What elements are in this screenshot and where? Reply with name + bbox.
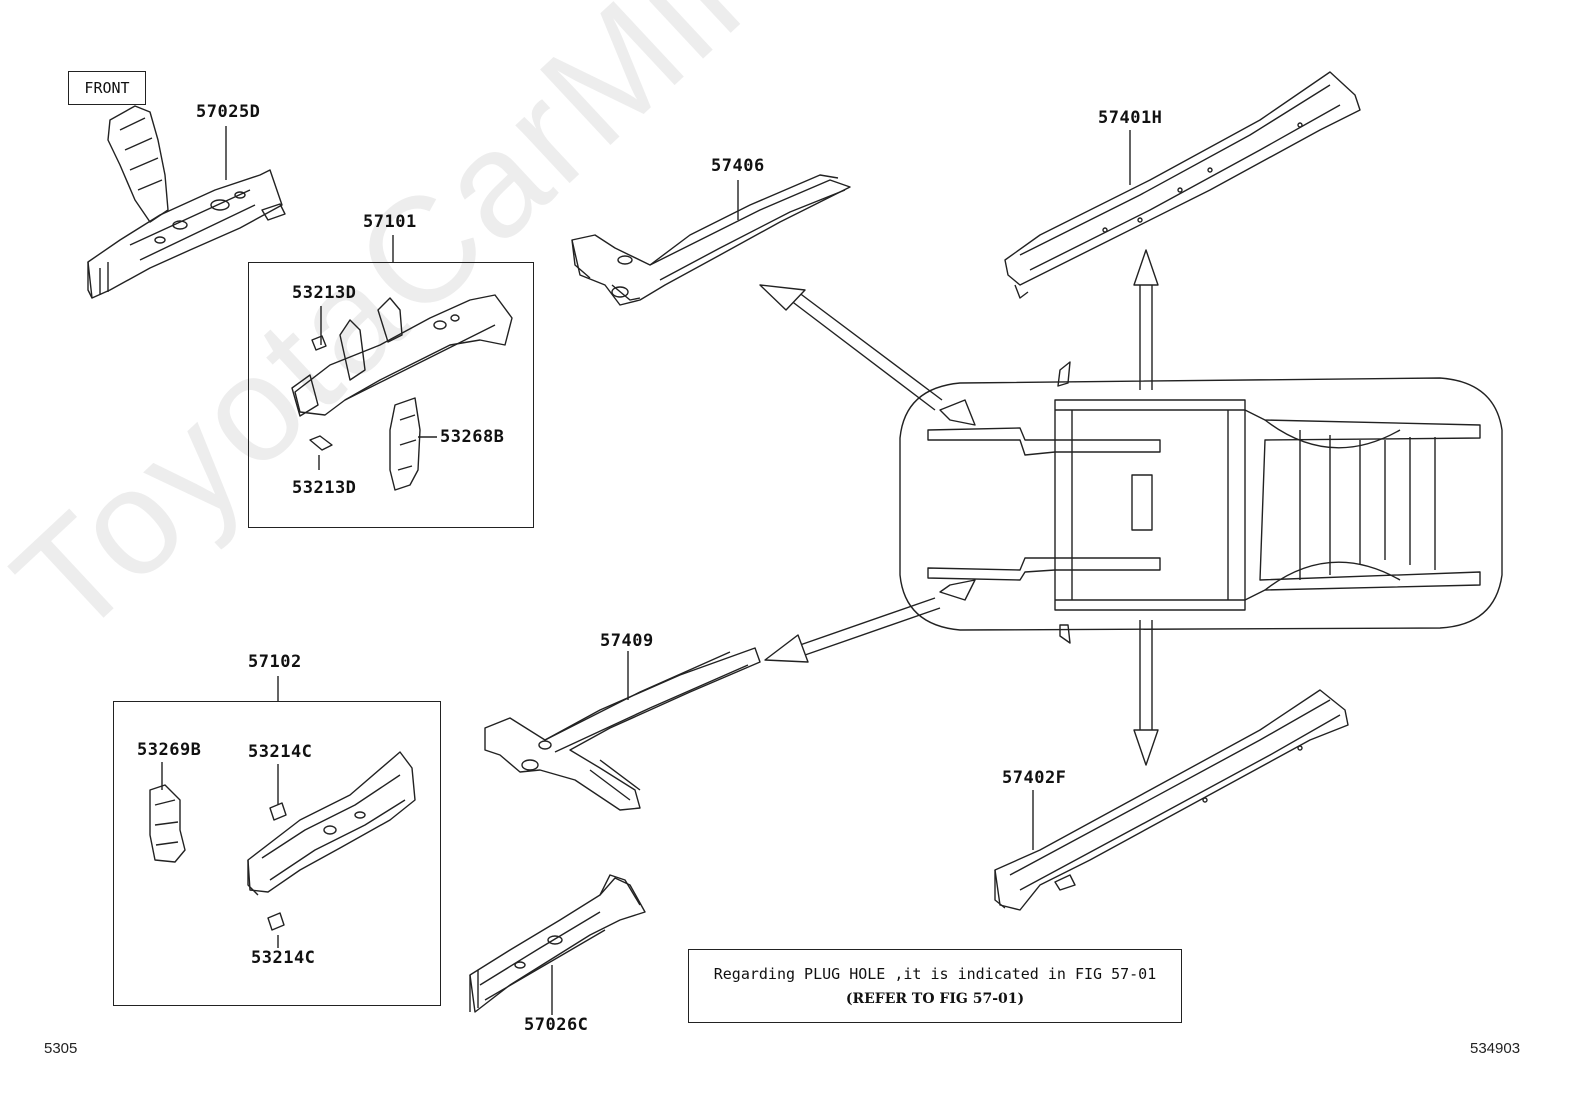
front-indicator: FRONT	[68, 71, 146, 105]
part-57101-drawing	[291, 294, 513, 491]
plug-hole-note: Regarding PLUG HOLE ,it is indicated in …	[688, 949, 1182, 1023]
part-57406-drawing	[571, 174, 851, 306]
arrow-to-57406	[759, 284, 943, 411]
label-53213d-top: 53213D	[292, 283, 357, 303]
arrow-to-57402f	[1133, 620, 1159, 766]
note-line-2: (REFER TO FIG 57-01)	[845, 991, 1025, 1007]
label-53213d-bottom: 53213D	[292, 478, 357, 498]
car-underbody-outline	[899, 361, 1503, 644]
figure-number-left: 5305	[44, 1040, 78, 1057]
label-57102: 57102	[248, 652, 302, 672]
part-57409-drawing	[484, 647, 761, 811]
part-57026c-drawing	[469, 874, 646, 1013]
label-53214c-top: 53214C	[248, 742, 313, 762]
label-53269b: 53269B	[137, 740, 202, 760]
label-57409: 57409	[600, 631, 654, 651]
label-57406: 57406	[711, 156, 765, 176]
label-57101: 57101	[363, 212, 417, 232]
label-57401h: 57401H	[1098, 108, 1163, 128]
arrow-to-57401h	[1133, 249, 1159, 390]
group-box-57102	[113, 701, 441, 1006]
part-57025d-drawing	[87, 105, 286, 299]
part-57401h-drawing	[1004, 71, 1361, 299]
label-53268b: 53268B	[440, 427, 505, 447]
label-53214c-bottom: 53214C	[251, 948, 316, 968]
group-box-57101	[248, 262, 534, 528]
label-57026c: 57026C	[524, 1015, 589, 1035]
leader-lines	[161, 126, 1131, 1015]
figure-number-right: 534903	[1470, 1040, 1521, 1057]
part-57402f-drawing	[994, 689, 1349, 911]
note-line-1: Regarding PLUG HOLE ,it is indicated in …	[713, 965, 1157, 983]
label-57402f: 57402F	[1002, 768, 1067, 788]
label-57025d: 57025D	[196, 102, 261, 122]
arrow-to-57409	[764, 597, 941, 663]
